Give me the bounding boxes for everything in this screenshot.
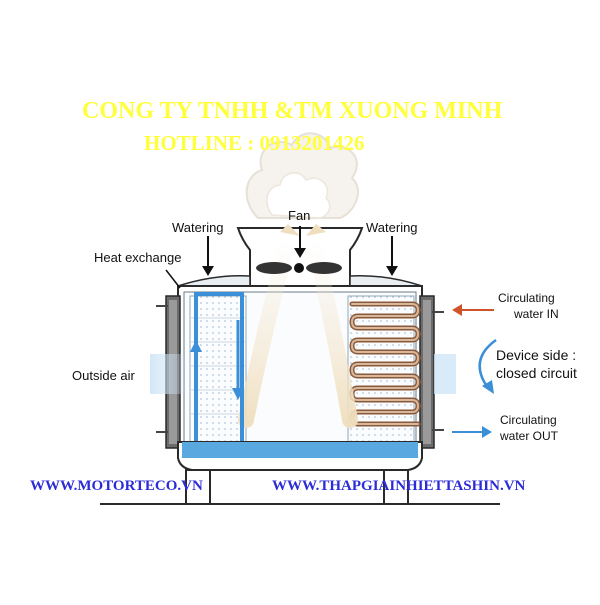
watering-left-arrow [202,236,214,276]
circulating-out-label-1: Circulating [500,413,557,427]
water-basin [177,441,423,471]
fan-label: Fan [288,208,310,223]
tower-top [177,274,423,287]
circulating-out-label-2: water OUT [499,429,559,443]
watering-right-arrow [386,236,398,276]
footer-url-right: WWW.THAPGIAINHIETTASHIN.VN [272,478,526,494]
circulating-in-label-1: Circulating [498,291,555,305]
fan-icon [256,262,342,274]
device-side-label-1: Device side : [496,347,576,363]
outside-air-label: Outside air [72,368,136,383]
watering-left-label: Watering [172,220,224,235]
watermark-company: CONG TY TNHH &TM XUONG MINH [82,98,503,124]
heat-exchange-coil [349,301,421,427]
right-pipe-stubs [432,311,444,431]
water-out-arrow [452,426,492,438]
fan-pointer-arrow [294,226,306,258]
left-pipe-stubs [156,305,168,433]
watermark-hotline: HOTLINE : 0913201426 [144,131,365,155]
steam-plume [245,132,359,219]
right-fill-media [347,295,415,445]
right-louver-panel [419,295,435,449]
heat-exchange-label: Heat exchange [94,250,181,265]
water-in-arrow [452,304,494,316]
heat-exchange-pointer [165,269,181,289]
outside-air-flow [150,354,456,394]
footer-url-left: WWW.MOTORTECO.VN [30,478,203,494]
device-side-curve-arrow [478,338,497,394]
watering-right-label: Watering [366,220,418,235]
circulating-in-label-2: water IN [513,307,559,321]
device-side-label-2: closed circuit [496,365,577,381]
